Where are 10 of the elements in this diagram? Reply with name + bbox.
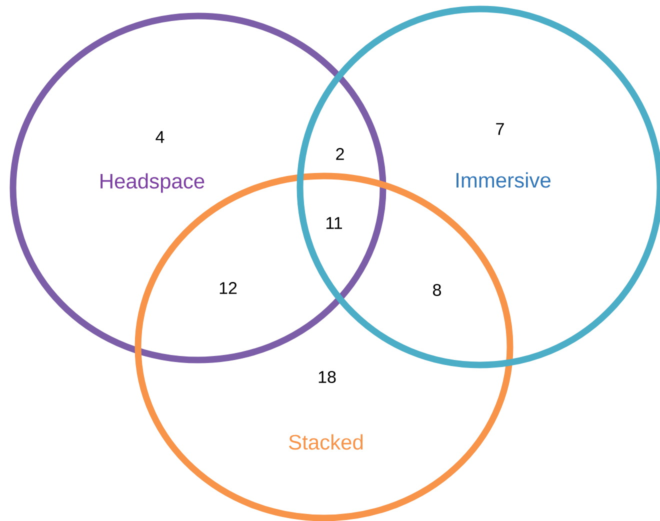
- count-label: 4: [156, 131, 164, 143]
- count-label: 7: [496, 123, 504, 135]
- count-label: 8: [433, 284, 441, 296]
- set-label: Headspace: [100, 173, 204, 193]
- set-label: Immersive: [456, 172, 550, 188]
- count-label: 18: [318, 370, 336, 383]
- set-label: Stacked: [289, 434, 363, 450]
- count-label: 12: [220, 282, 237, 294]
- count-label: 11: [326, 217, 342, 229]
- count-label: 2: [336, 148, 344, 160]
